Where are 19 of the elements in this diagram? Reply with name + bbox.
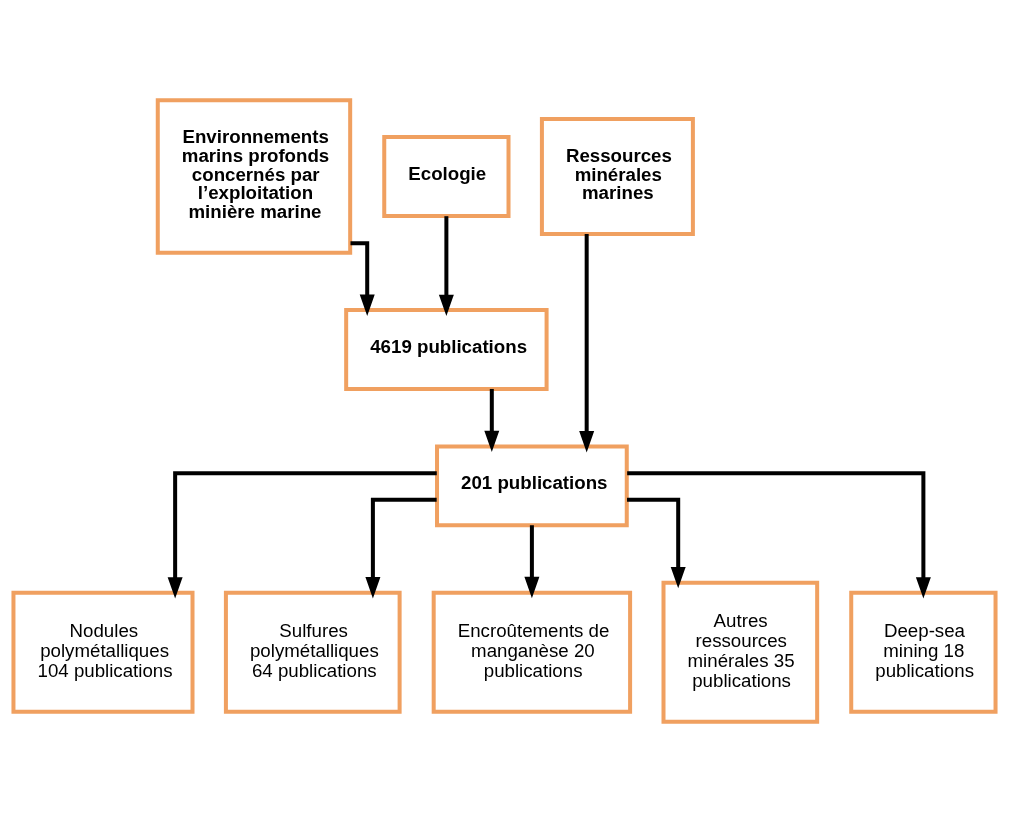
- node-box: 4619 publications: [344, 308, 549, 391]
- arrow: [365, 497, 437, 599]
- node-box: Deep-sea mining 18 publications: [849, 590, 998, 714]
- node-box: Ressources minérales marines: [539, 117, 695, 236]
- arrow: [524, 525, 540, 599]
- arrow: [350, 241, 375, 317]
- arrow: [627, 471, 931, 599]
- node-box: Encroûtements de manganèse 20 publications: [431, 590, 633, 714]
- node-box: Ecologie: [382, 135, 511, 218]
- node-box: Environnements marins profonds concernés par l’exploitation minière marine: [155, 98, 353, 255]
- arrow: [579, 233, 595, 453]
- arrow: [484, 388, 500, 453]
- node-box: Nodules polymétalliques 104 publications: [11, 590, 195, 714]
- node-box: Sulfures polymétalliques 64 publications: [223, 590, 402, 714]
- arrow: [627, 497, 686, 589]
- arrow: [438, 216, 454, 317]
- node-box: 201 publications: [435, 444, 629, 528]
- node-box: Autres ressources minérales 35 publications: [661, 580, 820, 724]
- arrow: [167, 471, 437, 599]
